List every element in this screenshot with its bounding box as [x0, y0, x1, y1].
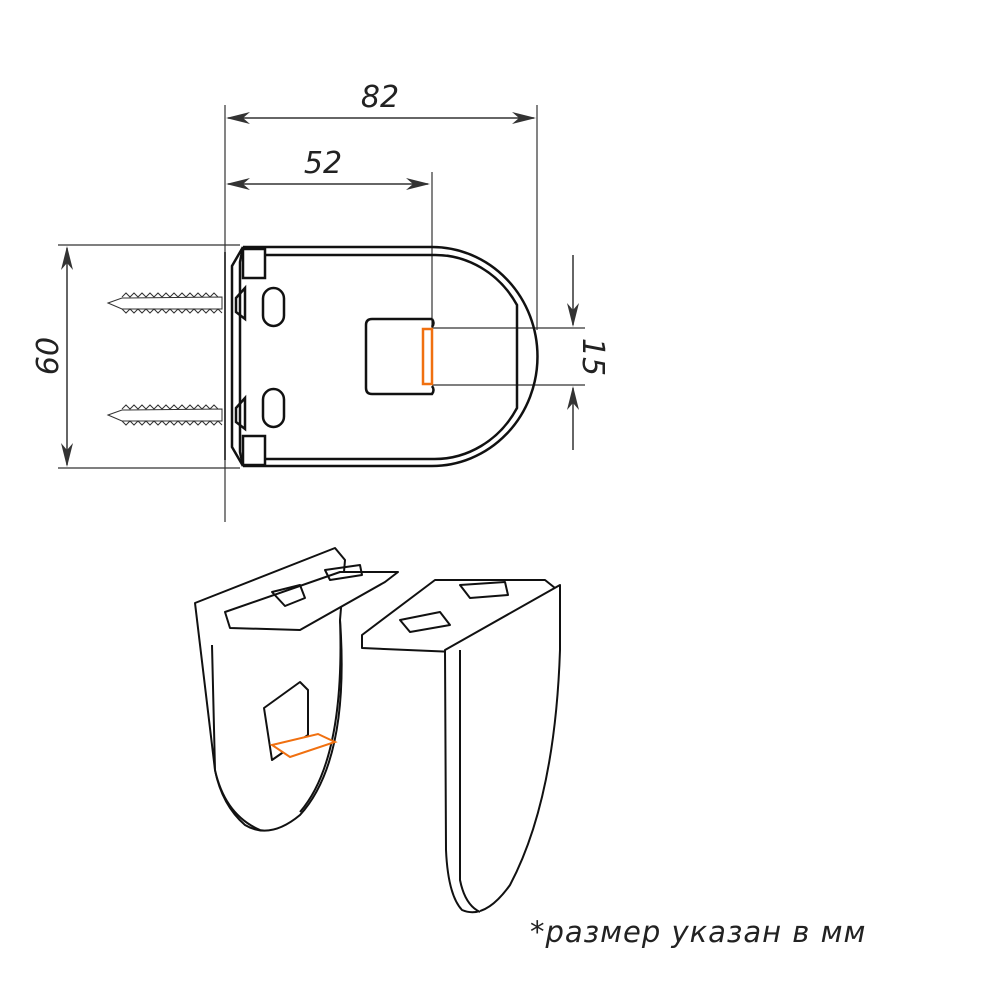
dimension-82-label: 82 — [361, 80, 399, 115]
dimension-15-label: 15 — [575, 338, 610, 376]
screw-icon — [106, 292, 223, 426]
dimension-lines — [61, 112, 579, 467]
slot-highlight — [421, 327, 434, 386]
bracket-left-perspective — [194, 547, 399, 832]
slot-highlight-perspective — [269, 732, 338, 759]
dimension-52-label: 52 — [304, 146, 342, 181]
bracket-right-perspective — [361, 579, 561, 914]
units-note: *размер указан в мм — [530, 915, 867, 949]
dimension-60-label: 60 — [31, 337, 66, 375]
bracket-top-view — [224, 245, 539, 468]
